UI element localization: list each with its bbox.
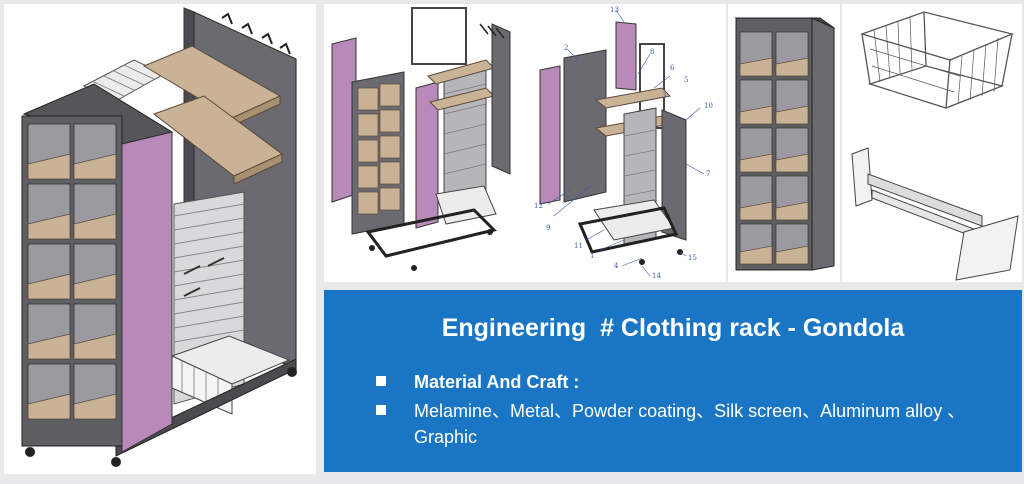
callout-5: 5 [684, 76, 688, 84]
assembled-gondola-rendering [4, 4, 316, 474]
callout-11: 11 [574, 242, 583, 250]
callout-13: 13 [610, 6, 619, 14]
callout-4: 4 [614, 262, 619, 270]
accessories-view [842, 4, 1022, 282]
exploded-view-drawings: 13 2 8 6 5 10 7 12 9 11 1 4 14 15 3 [324, 4, 726, 282]
info-box: Engineering # Clothing rack - Gondola Ma… [324, 290, 1022, 472]
material-label: Material And Craft : [414, 372, 580, 392]
exploded-view-b: 13 2 8 6 5 10 7 12 9 11 1 4 14 15 3 [534, 6, 713, 280]
callout-2: 2 [564, 44, 568, 52]
shelves [142, 45, 283, 185]
callout-7: 7 [706, 170, 710, 178]
cubby-cabinet [21, 83, 174, 453]
callout-12: 12 [534, 202, 543, 210]
section-title: Engineering # Clothing rack - Gondola [441, 314, 905, 342]
callout-14: 14 [652, 272, 661, 280]
bullet-square-icon [376, 376, 386, 386]
side-graphic-panel [121, 131, 173, 453]
material-list: Melamine、Metal、Powder coating、Silk scree… [414, 401, 966, 447]
cabinet-front-drawing [734, 17, 836, 271]
casters [25, 367, 297, 467]
callout-3: 3 [662, 92, 666, 100]
cabinet-front-view [728, 4, 840, 282]
callout-10: 10 [704, 102, 713, 110]
exploded-view-drawing: 13 2 8 6 5 10 7 12 9 11 1 4 14 15 3 [331, 6, 713, 280]
accessories-drawing [851, 11, 1019, 281]
callout-6: 6 [670, 64, 675, 72]
wire-basket [859, 11, 1015, 109]
callout-1: 1 [590, 252, 594, 260]
bullet-square-icon [376, 405, 386, 415]
callout-15: 15 [688, 254, 697, 262]
slat-hook [851, 147, 1019, 281]
top-hooks [221, 12, 291, 55]
slatwall-hooks [183, 257, 225, 297]
callout-9: 9 [546, 224, 550, 232]
exploded-view-a [331, 7, 511, 271]
callout-8: 8 [650, 48, 654, 56]
assembled-gondola-drawing [21, 7, 297, 467]
